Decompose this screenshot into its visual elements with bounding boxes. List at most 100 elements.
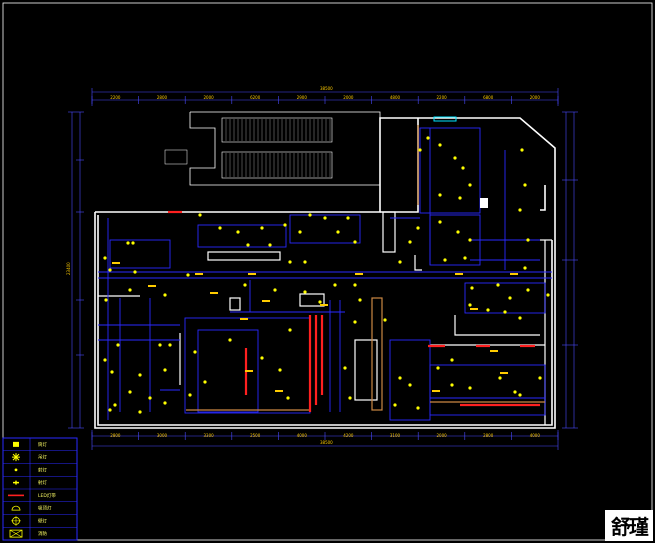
downlight-mark bbox=[268, 243, 272, 247]
downlight-mark bbox=[108, 268, 112, 272]
downlight-mark bbox=[438, 193, 442, 197]
bottom-segment-label: 4000 bbox=[297, 433, 308, 438]
legend-label: 筒灯 bbox=[38, 441, 47, 448]
downlight-mark bbox=[168, 343, 172, 347]
downlight-mark bbox=[486, 308, 490, 312]
bottom-segment-label: 3300 bbox=[204, 433, 215, 438]
room-dimension-mark bbox=[470, 308, 478, 310]
downlight-mark bbox=[236, 230, 240, 234]
downlight-mark bbox=[113, 403, 117, 407]
downlight-mark bbox=[518, 393, 522, 397]
downlight-mark bbox=[426, 136, 430, 140]
led-strips bbox=[168, 210, 540, 412]
downlight-mark bbox=[303, 290, 307, 294]
downlight-mark bbox=[513, 390, 517, 394]
downlight-mark bbox=[546, 293, 550, 297]
downlight-mark bbox=[503, 310, 507, 314]
dome-lamp-icon bbox=[11, 505, 21, 511]
room-dimension-mark bbox=[275, 390, 283, 392]
downlight-mark bbox=[116, 343, 120, 347]
downlight-mark bbox=[526, 288, 530, 292]
bottom-segment-label: 2000 bbox=[437, 433, 448, 438]
room-dimension-mark bbox=[148, 285, 156, 287]
downlight-mark bbox=[286, 396, 290, 400]
downlight-mark bbox=[408, 383, 412, 387]
room-dimension-mark bbox=[490, 350, 498, 352]
downlight-mark bbox=[288, 328, 292, 332]
downlight-mark bbox=[243, 283, 247, 287]
legend-label: 吸顶灯 bbox=[38, 505, 52, 512]
interior-walls bbox=[98, 211, 552, 425]
downlight-mark bbox=[110, 370, 114, 374]
downlight-mark bbox=[108, 408, 112, 412]
downlight-mark bbox=[453, 156, 457, 160]
downlight-mark bbox=[408, 240, 412, 244]
top-segment-label: 2000 bbox=[343, 95, 354, 100]
downlight-mark bbox=[518, 316, 522, 320]
building-outline bbox=[94, 117, 556, 429]
left-dimension-chain bbox=[68, 111, 84, 429]
legend-label: 吊灯 bbox=[38, 454, 47, 461]
downlight-mark bbox=[526, 238, 530, 242]
room-dimension-mark bbox=[195, 273, 203, 275]
downlight-mark bbox=[260, 226, 264, 230]
downlight-mark bbox=[523, 183, 527, 187]
downlight-mark bbox=[468, 386, 472, 390]
downlight-mark bbox=[126, 241, 130, 245]
downlight-mark bbox=[346, 216, 350, 220]
escalator bbox=[164, 111, 381, 186]
downlight-mark bbox=[538, 376, 542, 380]
downlight-mark bbox=[308, 213, 312, 217]
downlight-mark bbox=[398, 260, 402, 264]
room-dimension-mark bbox=[500, 372, 508, 374]
overall-width-top: 38500 bbox=[320, 86, 333, 91]
downlight-mark bbox=[508, 296, 512, 300]
room-dimension-mark bbox=[240, 318, 248, 320]
top-segment-label: 4800 bbox=[390, 95, 401, 100]
top-segment-label: 6800 bbox=[483, 95, 494, 100]
downlight-mark bbox=[298, 230, 302, 234]
top-segment-label: 2200 bbox=[110, 95, 121, 100]
downlight-mark bbox=[398, 376, 402, 380]
downlight-mark bbox=[138, 373, 142, 377]
downlight-mark bbox=[128, 390, 132, 394]
room-dimension-mark bbox=[112, 262, 120, 264]
top-segment-label: 2800 bbox=[157, 95, 168, 100]
designer-seal: 舒瑾 bbox=[605, 510, 653, 541]
downlight-mark bbox=[463, 256, 467, 260]
room-dimension-mark bbox=[245, 370, 253, 372]
top-segment-label: 2000 bbox=[204, 95, 215, 100]
downlight-mark bbox=[443, 258, 447, 262]
room-dimension-mark bbox=[248, 273, 256, 275]
overall-width-bottom: 38500 bbox=[320, 440, 333, 445]
downlight-mark bbox=[436, 366, 440, 370]
downlight-mark bbox=[450, 358, 454, 362]
wood-elements bbox=[186, 125, 545, 411]
lamp-symbols bbox=[103, 136, 550, 414]
downlight-mark bbox=[438, 220, 442, 224]
downlight-mark bbox=[103, 358, 107, 362]
downlight-mark bbox=[103, 256, 107, 260]
room-dimension-mark bbox=[455, 273, 463, 275]
downlight-mark bbox=[218, 226, 222, 230]
legend-label: 射灯 bbox=[38, 466, 47, 473]
downlight-mark bbox=[518, 208, 522, 212]
downlight-mark bbox=[163, 401, 167, 405]
cyan-fixture bbox=[433, 116, 457, 122]
downlight-mark bbox=[468, 238, 472, 242]
room-dimension-labels bbox=[112, 262, 518, 392]
top-segment-label: 2200 bbox=[437, 95, 448, 100]
downlight-mark bbox=[358, 298, 362, 302]
legend-label: LED灯带 bbox=[38, 492, 56, 499]
top-segment-label: 2900 bbox=[297, 95, 308, 100]
downlight-mark bbox=[498, 376, 502, 380]
downlight-mark bbox=[470, 286, 474, 290]
downlight-mark bbox=[278, 368, 282, 372]
white-block bbox=[480, 198, 488, 208]
downlight-mark bbox=[260, 356, 264, 360]
downlight-mark bbox=[416, 406, 420, 410]
